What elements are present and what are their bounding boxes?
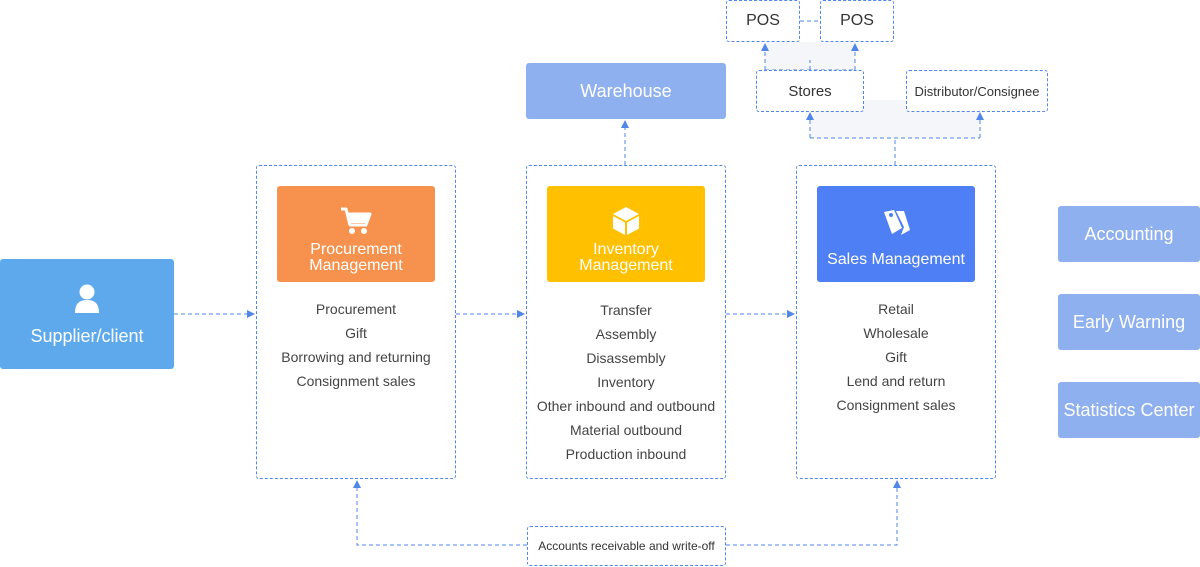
statistics-center-module: Statistics Center [1058, 382, 1200, 438]
pos-label: POS [840, 12, 874, 29]
list-item: Transfer [600, 302, 652, 318]
list-item: Inventory [597, 374, 655, 390]
list-item: Consignment sales [836, 397, 956, 413]
distributor-node: Distributor/Consignee [906, 70, 1048, 112]
box-icon [613, 207, 639, 235]
accounts-node: Accounts receivable and write-off [527, 526, 726, 566]
list-item: Disassembly [586, 350, 666, 366]
list-item: Lend and return [846, 373, 946, 389]
inventory-header: Inventory Management [547, 186, 705, 282]
sales-module: Sales Management Retail Wholesale Gift L… [796, 165, 996, 479]
supplier-node: Supplier/client [0, 259, 174, 369]
inventory-items: Transfer Assembly Disassembly Inventory … [527, 298, 725, 466]
shopping-cart-icon [341, 207, 372, 234]
pos-node-2: POS [820, 0, 894, 42]
procurement-module: Procurement Management Procurement Gift … [256, 165, 456, 479]
inventory-title: Inventory Management [579, 241, 673, 274]
distributor-label: Distributor/Consignee [914, 83, 1040, 99]
accounts-label: Accounts receivable and write-off [538, 539, 715, 553]
supplier-label: Supplier/client [30, 326, 144, 346]
accounting-label: Accounting [1084, 223, 1174, 244]
accounting-module: Accounting [1058, 206, 1200, 262]
warehouse-label: Warehouse [580, 80, 672, 101]
statistics-center-label: Statistics Center [1063, 399, 1195, 420]
list-item: Material outbound [569, 422, 683, 438]
price-tag-icon [884, 210, 910, 235]
list-item: Borrowing and returning [281, 349, 431, 365]
list-item: Wholesale [863, 325, 929, 341]
procurement-header: Procurement Management [277, 186, 435, 282]
list-item: Retail [878, 301, 914, 317]
list-item: Gift [345, 325, 367, 341]
arrow-accounts-procurement [353, 480, 527, 546]
pos-node-1: POS [726, 0, 800, 42]
user-icon [75, 284, 99, 313]
sales-items: Retail Wholesale Gift Lend and return Co… [797, 297, 995, 417]
stores-label: Stores [788, 82, 832, 100]
list-item: Consignment sales [296, 373, 416, 389]
inventory-module: Inventory Management Transfer Assembly D… [526, 165, 726, 479]
pos-label: POS [746, 12, 780, 29]
list-item: Gift [885, 349, 907, 365]
procurement-title: Procurement Management [309, 241, 403, 274]
sales-header: Sales Management [817, 186, 975, 282]
list-item: Procurement [315, 301, 397, 317]
sales-title: Sales Management [827, 251, 965, 268]
procurement-items: Procurement Gift Borrowing and returning… [257, 297, 455, 393]
list-item: Other inbound and outbound [536, 398, 716, 414]
stores-node: Stores [756, 70, 864, 112]
early-warning-label: Early Warning [1072, 311, 1186, 332]
arrow-accounts-sales [726, 480, 901, 546]
warehouse-node: Warehouse [526, 63, 726, 119]
early-warning-module: Early Warning [1058, 294, 1200, 350]
list-item: Production inbound [565, 446, 687, 462]
list-item: Assembly [595, 326, 657, 342]
